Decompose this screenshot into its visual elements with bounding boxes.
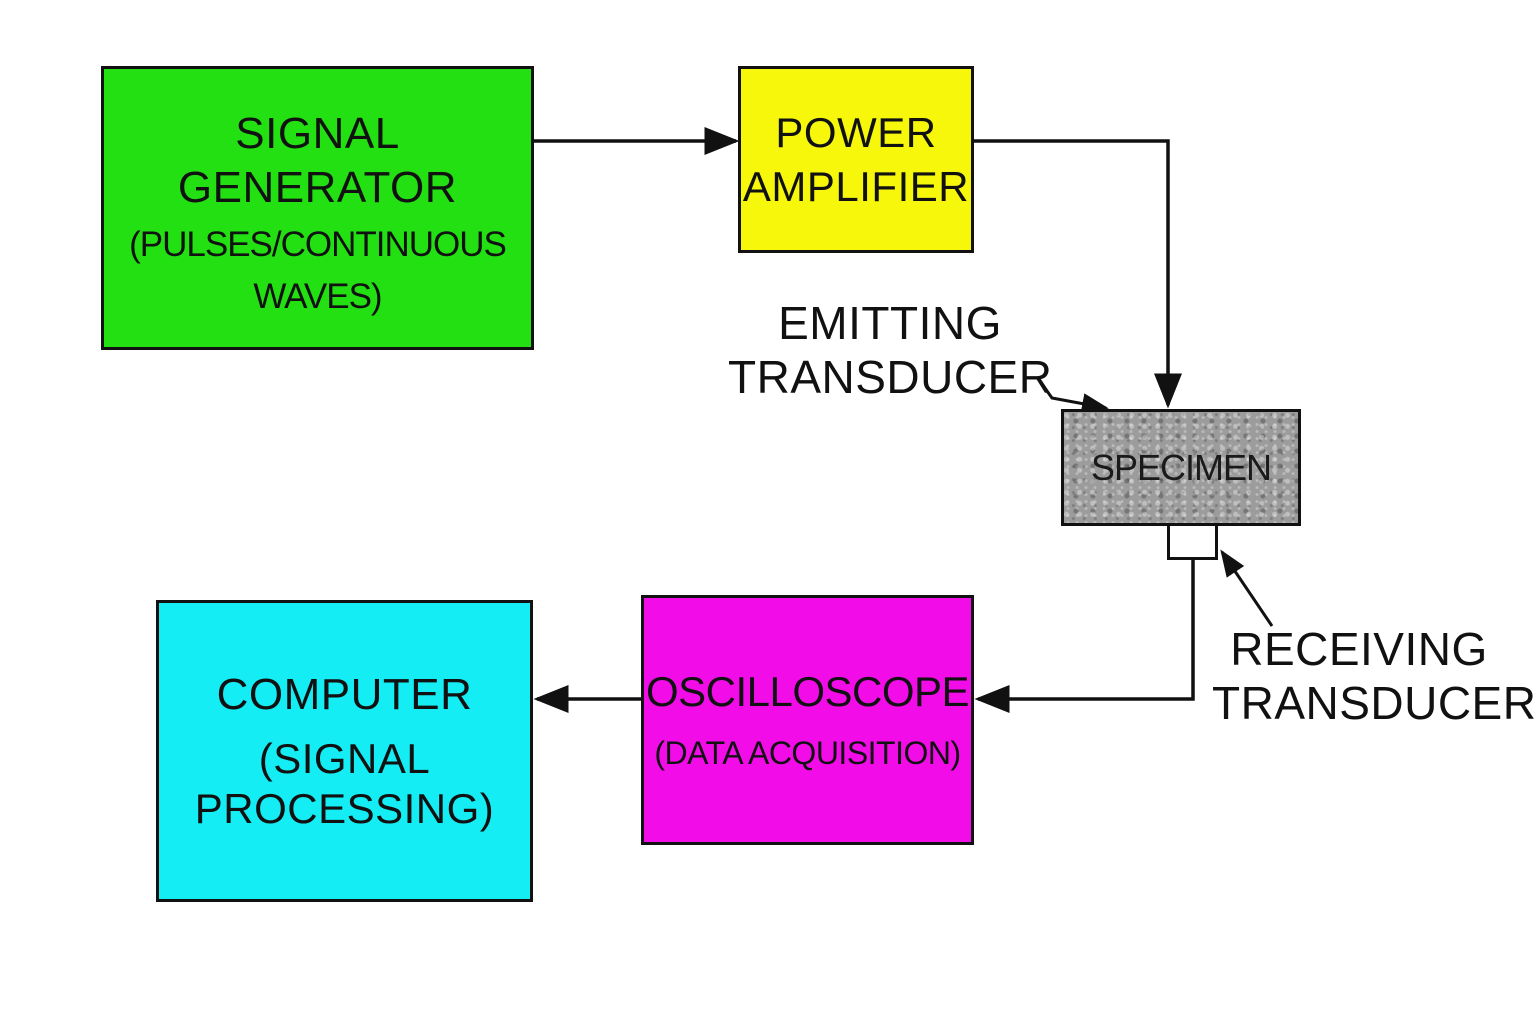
computer-sub-line1: (SIGNAL: [258, 735, 431, 782]
computer-title: COMPUTER: [216, 670, 473, 719]
receiving-transducer-label: RECEIVING TRANSDUCER: [1212, 622, 1536, 730]
specimen-title: SPECIMEN: [1090, 446, 1272, 488]
signal-generator-sub-line1: (PULSES/CONTINUOUS: [129, 225, 507, 264]
power-amplifier-title-line2: AMPLIFIER: [742, 162, 970, 210]
oscilloscope-title: OSCILLOSCOPE: [645, 668, 970, 715]
computer-sub-line2: PROCESSING): [194, 785, 495, 832]
signal-generator-title-line1: SIGNAL: [235, 109, 400, 158]
arrow-amplifier-to-specimen: [974, 139, 1182, 409]
signal-generator-sub-line2: WAVES): [253, 277, 382, 316]
power-amplifier-title-line1: POWER: [775, 108, 937, 156]
signal-generator-title-line2: GENERATOR: [177, 163, 458, 212]
power-amplifier-block: POWER AMPLIFIER: [738, 66, 974, 253]
signal-generator-block: SIGNAL GENERATOR (PULSES/CONTINUOUS WAVE…: [101, 66, 534, 350]
oscilloscope-block: OSCILLOSCOPE (DATA ACQUISITION): [641, 595, 974, 845]
receiving-label-line1: RECEIVING: [1230, 623, 1488, 675]
receiving-transducer-shape: [1167, 526, 1218, 560]
receiving-label-line2: TRANSDUCER: [1212, 677, 1536, 729]
emitting-transducer-label: EMITTING TRANSDUCER: [728, 296, 1052, 404]
oscilloscope-sub: (DATA ACQUISITION): [654, 735, 961, 771]
computer-block: COMPUTER (SIGNAL PROCESSING): [156, 600, 533, 902]
emitting-label-line2: TRANSDUCER: [728, 351, 1053, 403]
specimen-block: SPECIMEN: [1061, 409, 1301, 526]
pointer-emitting-transducer: [1040, 383, 1109, 414]
pointer-receiving-transducer: [1220, 549, 1274, 627]
emitting-label-line1: EMITTING: [778, 297, 1002, 349]
arrow-receiver-to-oscilloscope: [974, 560, 1195, 713]
